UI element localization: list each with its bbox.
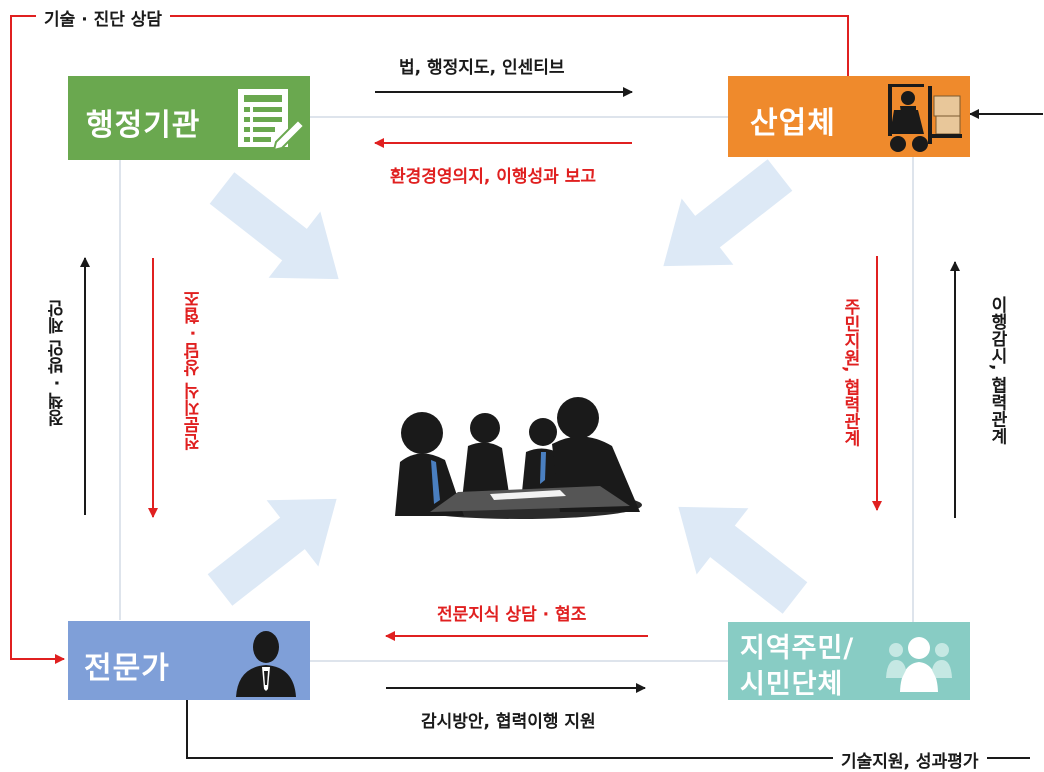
forklift-icon — [888, 84, 962, 152]
node-residents: 지역주민/ 시민단체 — [728, 622, 970, 700]
node-expert: 전문가 — [68, 621, 310, 700]
node-expert-label: 전문가 — [84, 651, 170, 686]
edge-label-expert-to-residents: 감시방안, 협력이행 지원 — [421, 712, 596, 732]
arrow-from-industry — [663, 159, 793, 267]
group-people-icon — [886, 637, 952, 692]
edge-label-left-up: 정책 · 방안 제안 — [48, 300, 68, 427]
edge-label-bottom-outer: 기술지원, 성과평가 — [833, 747, 987, 772]
node-industry-label: 산업체 — [750, 106, 836, 141]
edge-label-top-outer: 기술 · 진단 상담 — [36, 5, 171, 30]
edge-label-admin-to-expert: 전문지식 상담 · 협조 — [184, 290, 204, 451]
outer-bottom-line — [186, 700, 1030, 759]
person-silhouette-icon — [236, 631, 296, 697]
outer-top-arrow — [10, 15, 849, 664]
edge-label-right-up: 이행감시, 협력관계 — [987, 296, 1007, 445]
node-industry: 산업체 — [728, 76, 970, 157]
edge-label-residents-to-expert: 전문지식 상담 · 협조 — [437, 605, 587, 625]
node-admin-label: 행정기관 — [86, 108, 201, 143]
edge-label-industry-to-residents: 주민지원, 협력관계 — [840, 298, 860, 447]
arrow-from-admin — [209, 172, 339, 280]
center-arrows — [207, 159, 808, 614]
meeting-people-icon — [395, 397, 642, 519]
document-edit-icon — [238, 89, 306, 152]
node-residents-label-1: 지역주민/ — [740, 633, 855, 664]
arrow-from-expert — [207, 498, 337, 606]
node-admin: 행정기관 — [68, 76, 310, 160]
node-residents-label-2: 시민단체 — [740, 669, 844, 700]
faint-connector-lines — [119, 116, 914, 662]
edge-label-admin-to-industry: 법, 행정지도, 인센티브 — [399, 58, 565, 78]
arrow-from-residents — [678, 506, 808, 614]
edge-label-industry-to-admin: 환경경영의지, 이행성과 보고 — [390, 167, 596, 187]
